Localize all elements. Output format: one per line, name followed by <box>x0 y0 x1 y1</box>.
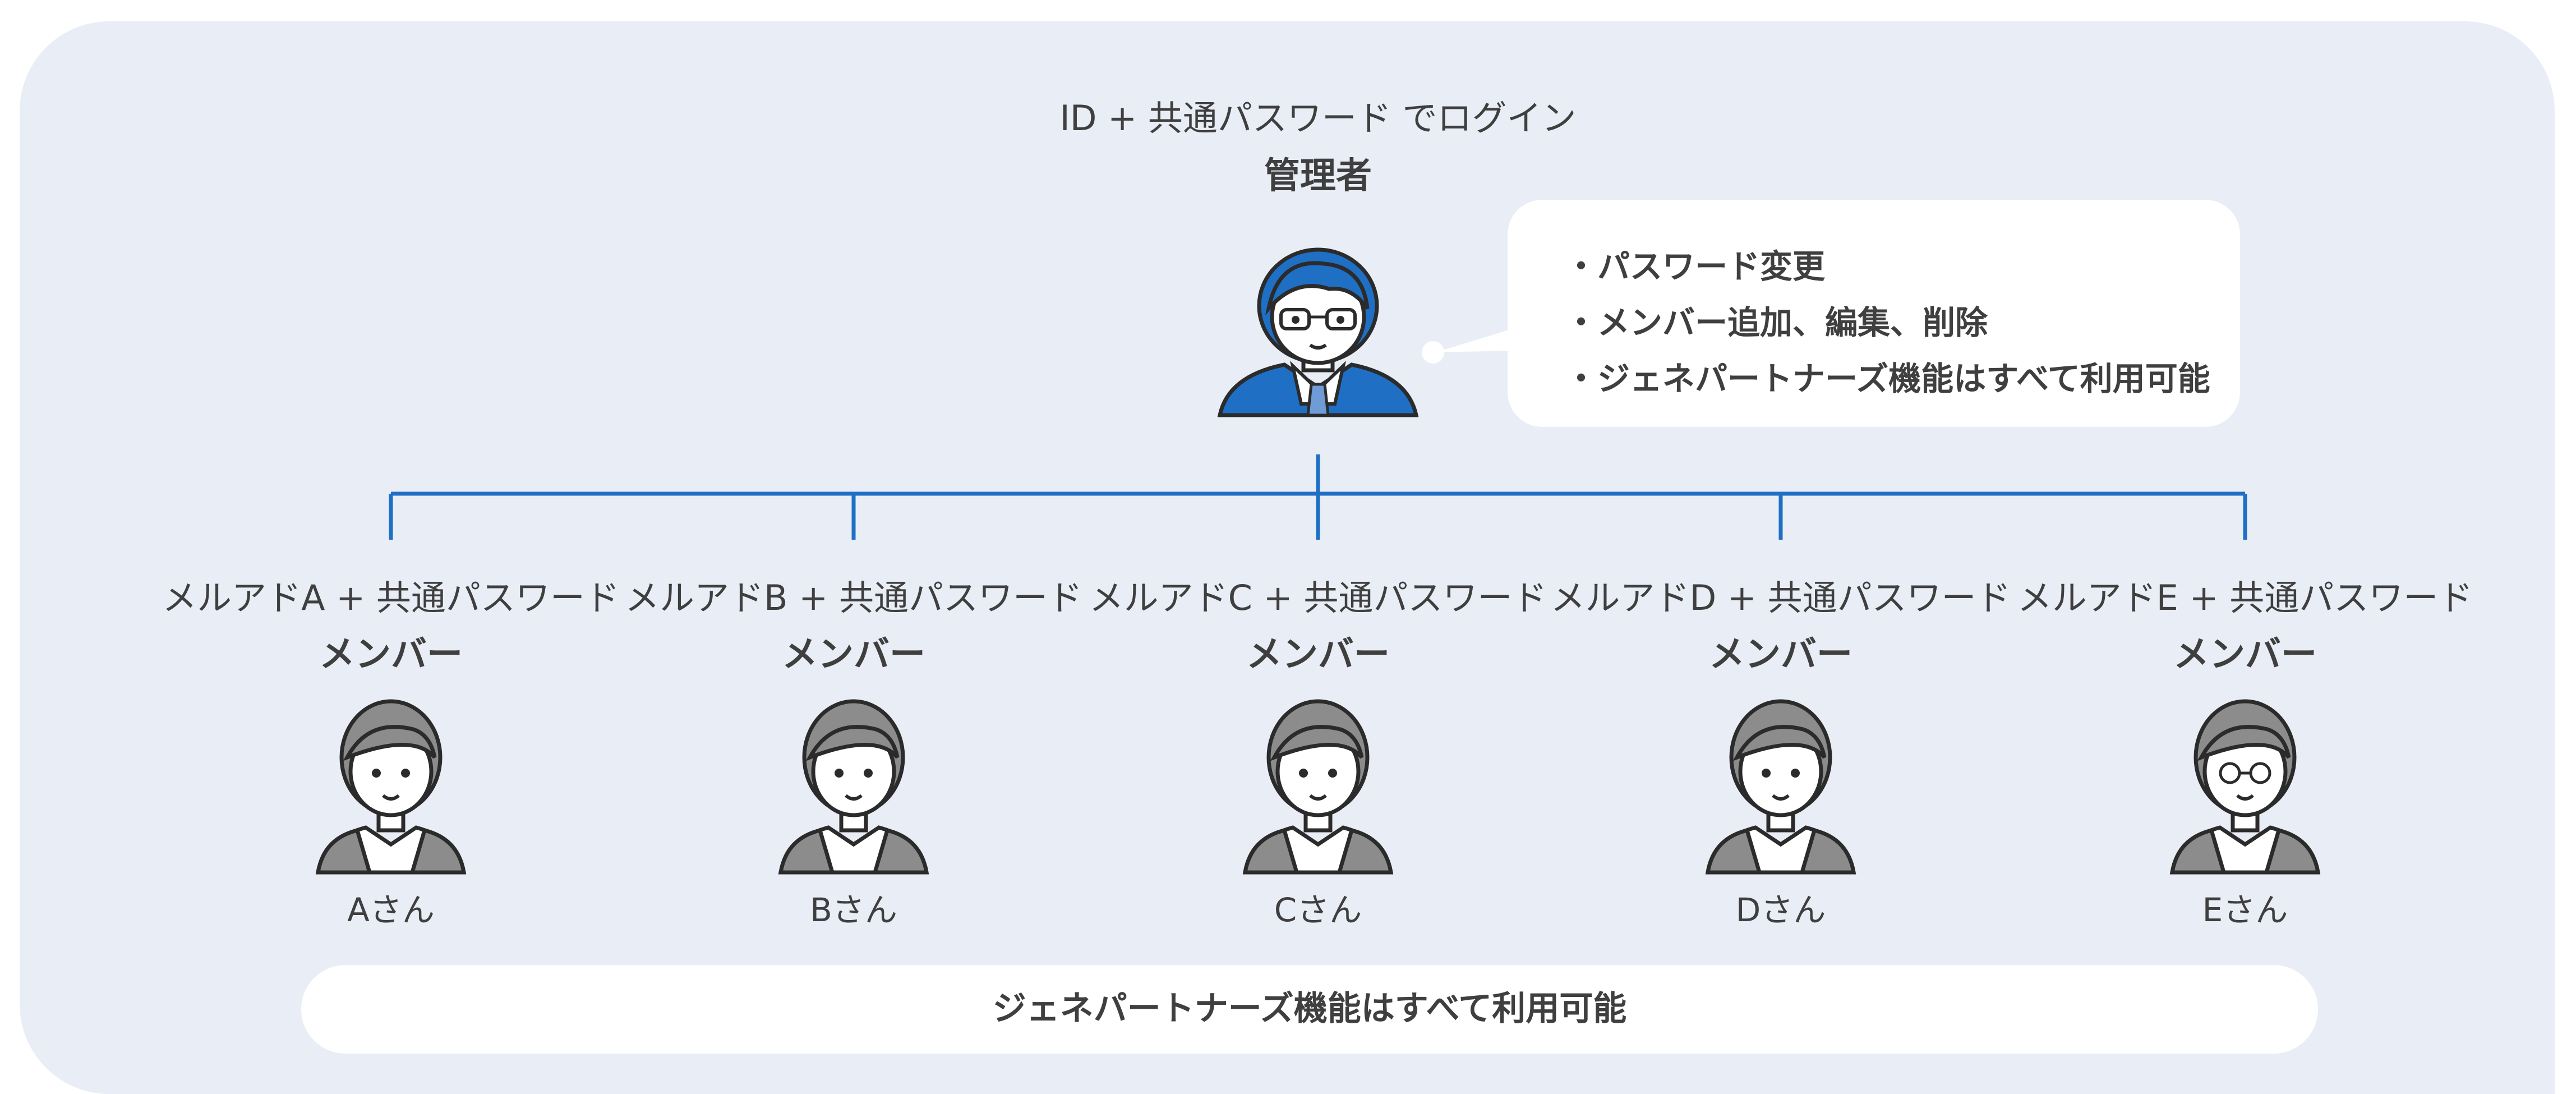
member-a-role: メンバー <box>319 634 463 675</box>
member-d-name: Dさん <box>1735 891 1826 929</box>
member-c-credentials: メルアドC + 共通パスワード <box>1089 577 1547 618</box>
member-d-role: メンバー <box>1709 634 1852 675</box>
member-avatar-d <box>1708 701 1854 872</box>
member-b-name: Bさん <box>810 891 897 929</box>
footer-text: ジェネパートナーズ機能はすべて利用可能 <box>992 989 1627 1028</box>
member-b-role: メンバー <box>782 634 925 675</box>
member-e-name: Eさん <box>2202 891 2288 929</box>
member-e-role: メンバー <box>2173 634 2317 675</box>
permission-item: メンバー追加、編集、削除 <box>1565 295 2210 351</box>
permission-item: パスワード変更 <box>1565 238 2210 295</box>
member-a-credentials: メルアドA + 共通パスワード <box>162 577 620 618</box>
member-avatar-e <box>2172 701 2318 872</box>
member-e-glasses <box>2219 762 2271 784</box>
member-c-name: Cさん <box>1274 891 1362 929</box>
member-avatar-c <box>1245 701 1391 872</box>
admin-avatar <box>1217 247 1419 417</box>
admin-login-text: ID + 共通パスワード でログイン <box>1059 98 1577 139</box>
tree-connectors <box>389 454 2247 540</box>
footer-banner <box>301 965 2318 1054</box>
member-avatar-a <box>318 701 464 872</box>
admin-permissions-list: パスワード変更 メンバー追加、編集、削除 ジェネパートナーズ機能はすべて利用可能 <box>1565 238 2210 407</box>
member-e-credentials: メルアドE + 共通パスワード <box>2017 577 2473 618</box>
admin-role-label: 管理者 <box>1264 155 1372 197</box>
bubble-pointer <box>1422 328 1514 364</box>
member-a-name: Aさん <box>347 891 435 929</box>
member-c-role: メンバー <box>1246 634 1390 675</box>
member-avatar-b <box>781 701 927 872</box>
member-b-credentials: メルアドB + 共通パスワード <box>625 577 1082 618</box>
member-d-credentials: メルアドD + 共通パスワード <box>1550 577 2011 618</box>
permission-item: ジェネパートナーズ機能はすべて利用可能 <box>1565 351 2210 407</box>
